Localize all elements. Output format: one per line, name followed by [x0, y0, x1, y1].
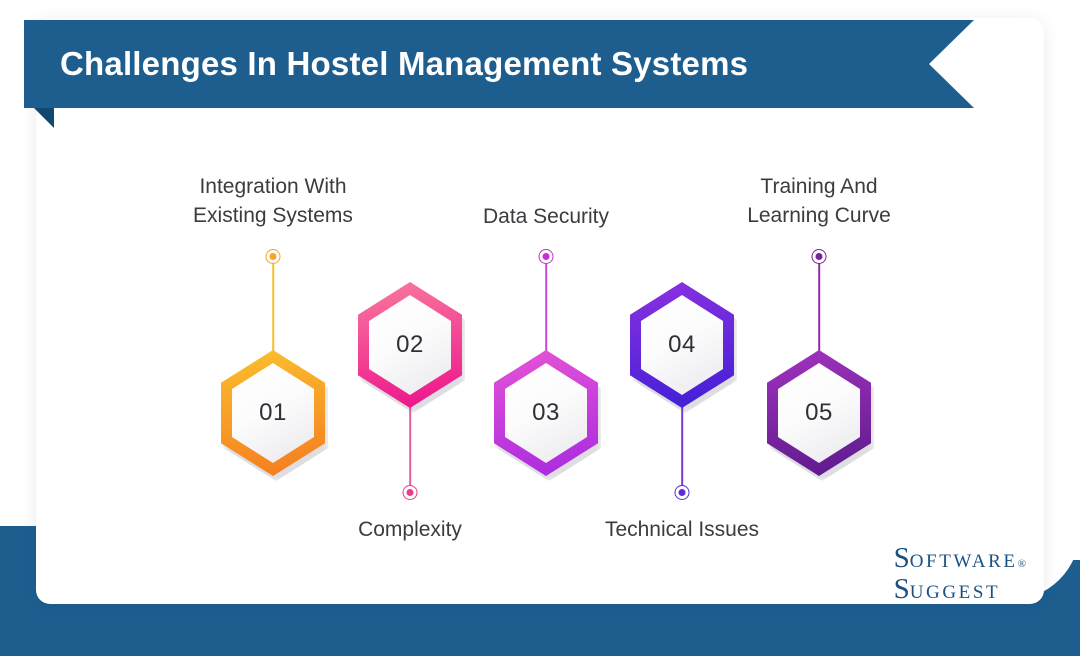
challenge-item: 01 Integration With Existing Systems — [163, 0, 383, 586]
title-ribbon — [24, 20, 974, 108]
challenge-label: Integration With Existing Systems — [193, 175, 353, 227]
softwaresuggest-logo: S OFTWARE ® S UGGEST — [894, 544, 1026, 604]
page-title: Challenges In Hostel Management Systems — [60, 45, 749, 82]
hexagon-badge[interactable]: 05 — [767, 350, 874, 481]
hexagon-badge[interactable]: 02 — [358, 282, 465, 413]
connector-line — [545, 263, 547, 356]
main-card — [36, 18, 1044, 604]
logo-line-1: S OFTWARE ® — [894, 544, 1026, 573]
hexagon-number: 01 — [259, 399, 287, 426]
registered-mark-icon: ® — [1017, 558, 1026, 570]
hexagon-number: 03 — [532, 399, 560, 426]
hexagon-badge[interactable]: 04 — [630, 282, 737, 413]
connector-line — [681, 402, 683, 492]
logo-line2-capital: S — [893, 573, 910, 605]
hexagon-number: 04 — [668, 331, 696, 358]
connector-line — [818, 263, 820, 356]
challenge-item: 05 Training And Learning Curve — [709, 0, 929, 586]
hexagon-number: 05 — [805, 399, 833, 426]
challenge-label: Technical Issues — [604, 518, 760, 541]
connector-line — [272, 263, 274, 356]
connector-dot-icon — [674, 485, 690, 500]
hexagon-number: 02 — [396, 331, 424, 358]
challenge-label: Data Security — [482, 205, 610, 228]
connector-dot-icon — [265, 249, 281, 264]
connector-dot-icon — [538, 249, 554, 264]
hexagon-badge[interactable]: 03 — [494, 350, 601, 481]
logo-line1-capital: S — [893, 542, 910, 574]
connector-dot-icon — [811, 249, 827, 264]
hexagon-badge[interactable]: 01 — [221, 350, 328, 481]
challenge-label: Complexity — [358, 518, 462, 541]
logo-line1-rest: OFTWARE — [909, 551, 1018, 572]
challenge-label: Training And Learning Curve — [747, 175, 891, 227]
connector-line — [409, 402, 411, 492]
logo-line-2: S UGGEST — [894, 575, 1026, 604]
connector-dot-icon — [402, 485, 418, 500]
logo-line2-rest: UGGEST — [909, 582, 1001, 603]
challenge-item: 03 Data Security — [436, 0, 656, 586]
